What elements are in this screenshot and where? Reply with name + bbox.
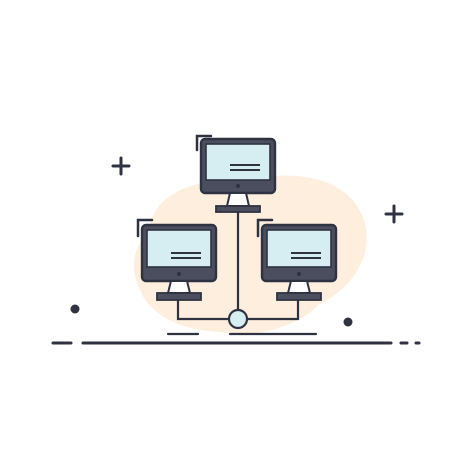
network-connections [176, 212, 300, 321]
dot-decoration [70, 304, 80, 314]
computer-top [195, 134, 277, 213]
ground-line [51, 332, 421, 345]
dot-decoration [343, 317, 353, 327]
computer-left [136, 218, 218, 301]
plus-icon [111, 156, 131, 176]
computer-right [256, 218, 338, 301]
network-hub [227, 308, 249, 330]
plus-icon [384, 204, 404, 224]
